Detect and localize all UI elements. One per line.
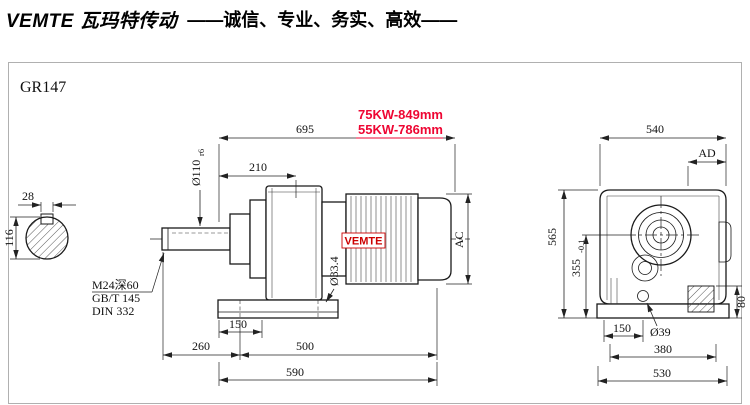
- motor-brand-plate: [341, 232, 386, 249]
- dim-end-height-565: 565: [545, 228, 559, 246]
- gearbox-housing: [229, 185, 323, 301]
- dim-shaft-dia-tol: r6: [196, 149, 206, 156]
- dim-gear-unit-length: 210: [249, 160, 267, 174]
- shaft-dia-label: Ø110 r6: [189, 149, 206, 186]
- gearbox-end-view: 540 AD 565 355 -0.1 80: [545, 122, 748, 386]
- shaft-section-view: 28 116 M24深60 GB/T 145 DIN 332: [2, 189, 165, 318]
- secondary-bore: [631, 254, 659, 282]
- dim-overall-length: 695: [296, 122, 314, 136]
- motor-brand-label: VEMTE: [345, 236, 383, 248]
- note-din: DIN 332: [92, 304, 134, 318]
- foot-hole: [637, 290, 649, 302]
- slogan-text: ——诚信、专业、务实、高效——: [187, 10, 458, 30]
- gearmotor-side-view: VEMTE 695 210 Ø110 r6 Ø33.4: [150, 122, 472, 386]
- hole-dia-label: Ø33.4: [327, 256, 341, 286]
- brand-text: VEMTE 瓦玛特传动: [6, 11, 178, 32]
- dim-foot-height-80: 80: [734, 296, 748, 308]
- fan-cover: [417, 197, 452, 281]
- motor-body: [321, 193, 452, 285]
- dim-foot-hole-pitch-380: 380: [654, 342, 672, 356]
- output-shaft: [161, 227, 231, 251]
- motor-dia-label: AC: [452, 231, 466, 248]
- rib-section-hatch: [687, 285, 715, 313]
- dim-hole-dia: Ø33.4: [327, 256, 341, 286]
- dim-foot-length-500: 500: [296, 339, 314, 353]
- drawing-svg: GR147 28 116 M24深60 GB/T 145 DIN 332: [2, 62, 748, 404]
- dim-end-width-540: 540: [646, 122, 664, 136]
- dim-shaft-dia: Ø110: [189, 160, 203, 186]
- output-bore-circles: [624, 196, 700, 276]
- annotation-power-55: 55KW-786mm: [358, 122, 443, 137]
- dim-foot-hole-pitch-150: 150: [229, 317, 247, 331]
- dim-shaft-length-260: 260: [192, 339, 210, 353]
- mounting-foot: [217, 299, 339, 319]
- drawing-border: [8, 62, 742, 404]
- dim-axis-height-355: 355: [569, 259, 583, 277]
- annotation-power-75: 75KW-849mm: [358, 107, 443, 122]
- power-annotations: 75KW-849mm 55KW-786mm: [356, 107, 443, 139]
- axis-height-label: 355 -0.1: [569, 240, 586, 277]
- model-label: GR147: [20, 79, 66, 96]
- dim-foot-hole-dia-39: Ø39: [650, 325, 671, 339]
- dim-end-150: 150: [613, 321, 631, 335]
- dim-axis-height-tol: -0.1: [576, 240, 586, 253]
- motor-fins: [350, 196, 412, 282]
- side-boss: [718, 221, 732, 263]
- dim-base-length-590: 590: [286, 365, 304, 379]
- dim-ad: AD: [698, 146, 716, 160]
- dim-base-width-530: 530: [653, 366, 671, 380]
- dim-motor-dia-ac: AC: [452, 231, 466, 248]
- page-header: VEMTE 瓦玛特传动 ——诚信、专业、务实、高效——: [0, 0, 750, 62]
- note-m24: M24深60: [92, 278, 139, 292]
- dim-shaft-section-diameter: 116: [2, 229, 16, 247]
- dim-keyway-width: 28: [22, 189, 34, 203]
- note-gbt: GB/T 145: [92, 291, 140, 305]
